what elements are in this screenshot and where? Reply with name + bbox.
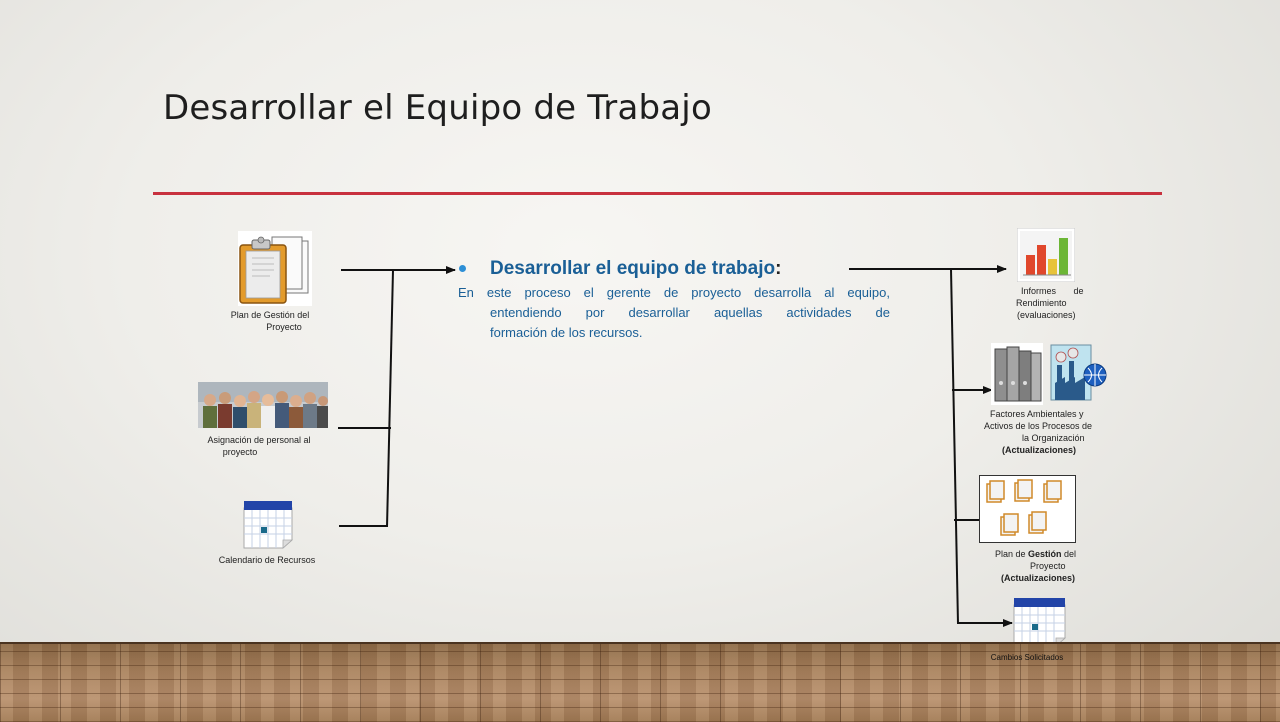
connector-trunk-right <box>950 268 959 625</box>
output-label-factors: Factores Ambientales y Activos de los Pr… <box>984 409 1093 455</box>
input-label-calendar: Calendario de Recursos <box>218 555 316 565</box>
clipboard-documents-icon <box>238 231 312 306</box>
calendar-icon <box>243 501 293 549</box>
wood-floor <box>0 642 1280 722</box>
binders-factory-globe-icon <box>991 343 1107 405</box>
connector-trunk-left <box>386 269 394 528</box>
calendar-icon <box>1013 598 1066 647</box>
output-label-requested-changes: Cambios Solicitados <box>990 653 1064 662</box>
bar-chart-icon <box>1017 228 1075 282</box>
output-label-plan-updates: Plan de Gestión del Proyecto (Actualizac… <box>995 549 1077 583</box>
bullet-marker <box>459 265 466 272</box>
process-description: En este proceso el gerente de proyecto d… <box>458 283 890 343</box>
title-underline <box>153 192 1162 195</box>
description-line-3: formación de los recursos. <box>490 325 643 340</box>
description-line-2: entendiendo por desarrollar aquellas act… <box>490 305 890 320</box>
team-photo <box>198 382 328 428</box>
process-heading: Desarrollar el equipo de trabajo: <box>490 258 782 279</box>
description-line-1: En este proceso el gerente de proyecto d… <box>458 285 890 300</box>
slide-title: Desarrollar el Equipo de Trabajo <box>163 88 712 128</box>
documents-grid-icon <box>979 475 1076 543</box>
output-label-reports: Informes de Rendimiento (evaluaciones) <box>1016 286 1084 320</box>
